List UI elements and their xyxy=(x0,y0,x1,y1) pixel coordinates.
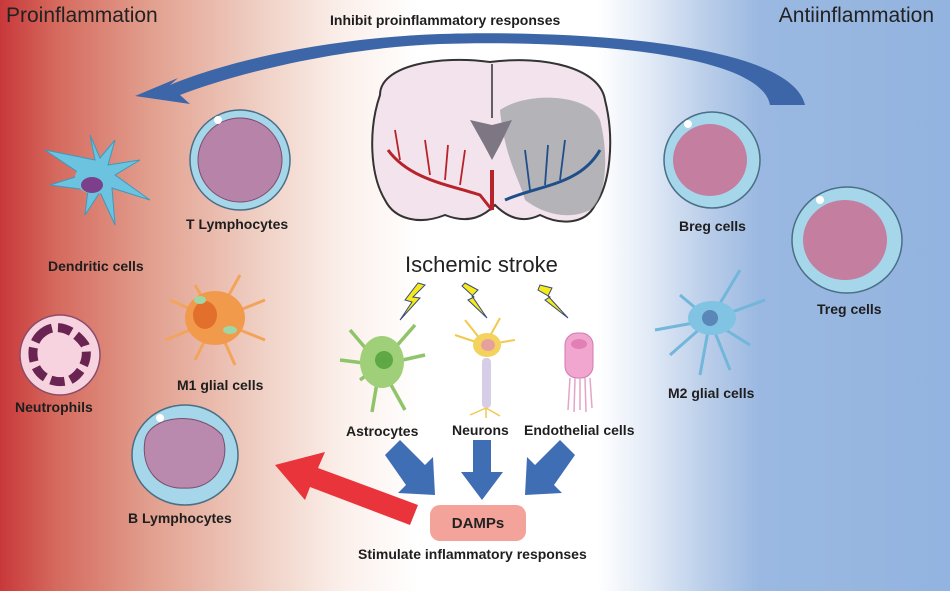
endothelial-cell-icon xyxy=(564,332,594,413)
endothelial-cells-label: Endothelial cells xyxy=(524,422,635,438)
neuron-icon xyxy=(454,317,516,418)
astrocytes-label: Astrocytes xyxy=(346,423,419,439)
brain-illustration xyxy=(371,58,612,223)
m2-glial-cell-icon xyxy=(654,269,766,376)
endothelial-to-damps-arrow xyxy=(525,440,575,495)
breg-cells-label: Breg cells xyxy=(679,218,746,234)
treg-cells-label: Treg cells xyxy=(817,301,882,317)
damps-label: DAMPs xyxy=(451,514,505,532)
neurons-label: Neurons xyxy=(452,422,509,438)
m1-glial-cell-icon xyxy=(164,274,266,366)
neutrophils-label: Neutrophils xyxy=(15,399,93,415)
t-lymphocytes-label: T Lymphocytes xyxy=(186,216,289,232)
m2-glial-cells-label: M2 glial cells xyxy=(668,385,755,401)
dendritic-cell-icon xyxy=(44,134,151,226)
bolt-astrocytes-icon xyxy=(399,282,426,321)
b-lymphocyte-icon xyxy=(131,404,239,506)
ischemic-stroke-title: Ischemic stroke xyxy=(405,252,558,277)
m1-glial-cells-label: M1 glial cells xyxy=(177,377,264,393)
dendritic-cells-label: Dendritic cells xyxy=(48,258,144,274)
astrocytes-to-damps-arrow xyxy=(385,440,435,495)
breg-cell-icon xyxy=(663,111,761,209)
to-damps-arrows xyxy=(385,440,575,500)
stimulate-label: Stimulate inflammatory responses xyxy=(358,546,587,562)
b-lymphocytes-label: B Lymphocytes xyxy=(128,510,232,526)
damps-box: DAMPs xyxy=(430,505,526,541)
lightning-bolts xyxy=(399,282,569,321)
stimulate-arrow xyxy=(275,452,418,525)
bolt-endothelial-icon xyxy=(537,284,569,319)
neurons-to-damps-arrow xyxy=(461,440,503,500)
bolt-neurons-icon xyxy=(461,282,488,319)
treg-cell-icon xyxy=(791,186,903,294)
proinflammation-title: Proinflammation xyxy=(6,4,158,27)
antiinflammation-title: Antiinflammation xyxy=(778,4,934,27)
inhibit-label: Inhibit proinflammatory responses xyxy=(330,12,561,28)
t-lymphocyte-icon xyxy=(189,109,291,211)
astrocyte-icon xyxy=(339,323,426,413)
neutrophil-icon xyxy=(19,314,101,396)
inhibit-arrow xyxy=(135,33,805,105)
